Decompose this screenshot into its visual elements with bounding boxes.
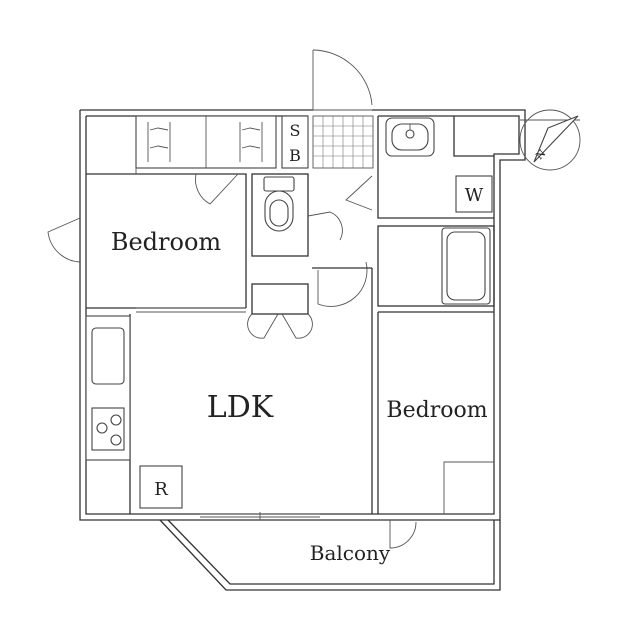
window-bottom — [200, 512, 320, 520]
room-label-balcony: Balcony — [310, 541, 391, 565]
toilet-room — [251, 173, 309, 257]
outer-walls — [79, 109, 526, 521]
refrigerator-label: R — [154, 479, 168, 500]
toilet-door[interactable] — [307, 211, 343, 241]
kitchen-counter — [85, 315, 131, 461]
room-label-ldk: LDK — [207, 390, 274, 425]
refrigerator-area — [139, 465, 183, 509]
shoe-box — [281, 115, 309, 169]
north-icon: N — [519, 109, 581, 171]
genkan-tile — [312, 115, 374, 169]
washer-label: W — [465, 185, 484, 206]
hall-door[interactable] — [345, 175, 373, 211]
balcony-outline — [159, 519, 501, 591]
washer-area — [455, 175, 493, 213]
closet-ldk — [247, 283, 313, 339]
bedroom-right-door[interactable] — [389, 520, 417, 549]
bedroom-left-window-door[interactable] — [47, 217, 81, 263]
closet-top — [135, 115, 277, 169]
room-label-bedroom-left: Bedroom — [111, 228, 222, 256]
entrance-door[interactable] — [312, 49, 373, 111]
washroom — [377, 116, 494, 219]
shoebox-s-label: S — [290, 121, 301, 140]
shoebox-b-label: B — [289, 146, 301, 165]
ldk-door[interactable] — [317, 261, 368, 307]
room-label-bedroom-right: Bedroom — [386, 398, 487, 423]
bedroom-left-door[interactable] — [195, 173, 239, 205]
bedroom-right-walls — [377, 311, 494, 514]
bathroom — [377, 225, 495, 307]
